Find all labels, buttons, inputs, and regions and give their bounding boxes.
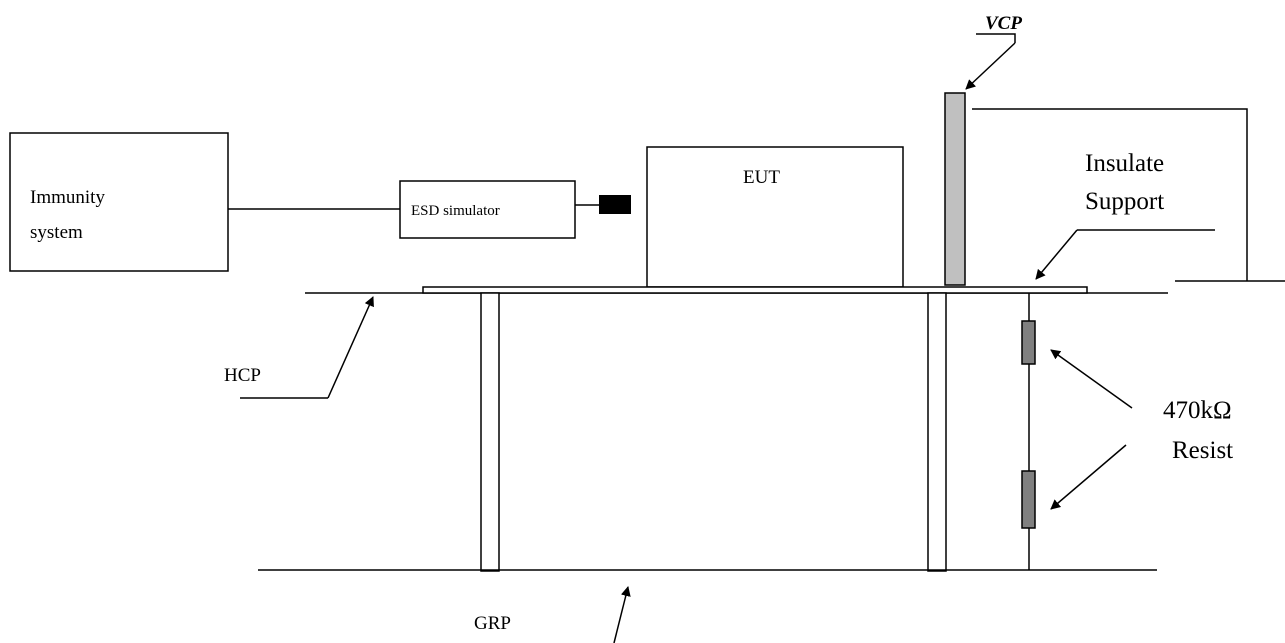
insulate-support-sheet — [422, 286, 1088, 294]
insulate-support-label-line2: Support — [1085, 188, 1164, 215]
resistor-bottom — [1021, 470, 1036, 529]
esd-simulator-box — [399, 180, 576, 239]
vcp-leader-line — [976, 33, 1016, 43]
table-leg-right — [927, 292, 947, 572]
vcp-pointer-arrow — [965, 42, 1016, 90]
hcp-label: HCP — [224, 365, 261, 386]
hcp-pointer-arrow — [327, 296, 374, 399]
immunity-system-box — [9, 132, 229, 272]
immunity-system-label-line1: Immunity — [30, 187, 105, 208]
vcp-plate — [944, 92, 966, 286]
grp-annotation: GRP — [474, 586, 631, 643]
esd-simulator-label: ESD simulator — [411, 203, 500, 219]
resistor-label-line2: Resist — [1172, 437, 1233, 464]
vcp-title: VCP — [985, 13, 1022, 34]
eut-block: EUT — [646, 146, 904, 288]
resistor-annotation: 470kΩ Resist — [1050, 349, 1233, 510]
table-leg-left — [480, 292, 500, 572]
resistor-top-pointer-arrow — [1050, 349, 1133, 409]
esd-simulator-block: ESD simulator — [399, 180, 576, 239]
eut-label: EUT — [743, 167, 780, 188]
hcp-annotation: HCP — [224, 296, 374, 399]
esd-discharge-tip — [599, 195, 631, 214]
eut-box — [646, 146, 904, 288]
insulate-support-label-line1: Insulate — [1085, 150, 1164, 177]
immunity-system-block: Immunity system — [9, 132, 229, 272]
vcp-ground-wire — [972, 108, 1248, 281]
bleed-resistor-chain — [1021, 293, 1036, 570]
resistor-top — [1021, 320, 1036, 365]
vcp-block: VCP VCP — [944, 13, 1022, 286]
grp-label: GRP — [474, 613, 511, 634]
resistor-label-line1: 470kΩ — [1163, 397, 1232, 424]
insulate-support-pointer-arrow — [1035, 229, 1078, 280]
resistor-bottom-pointer-arrow — [1050, 444, 1127, 510]
grp-pointer-arrow — [613, 586, 631, 643]
insulate-support-annotation: Insulate Support — [1035, 150, 1215, 280]
immunity-system-label-line2: system — [30, 222, 83, 243]
